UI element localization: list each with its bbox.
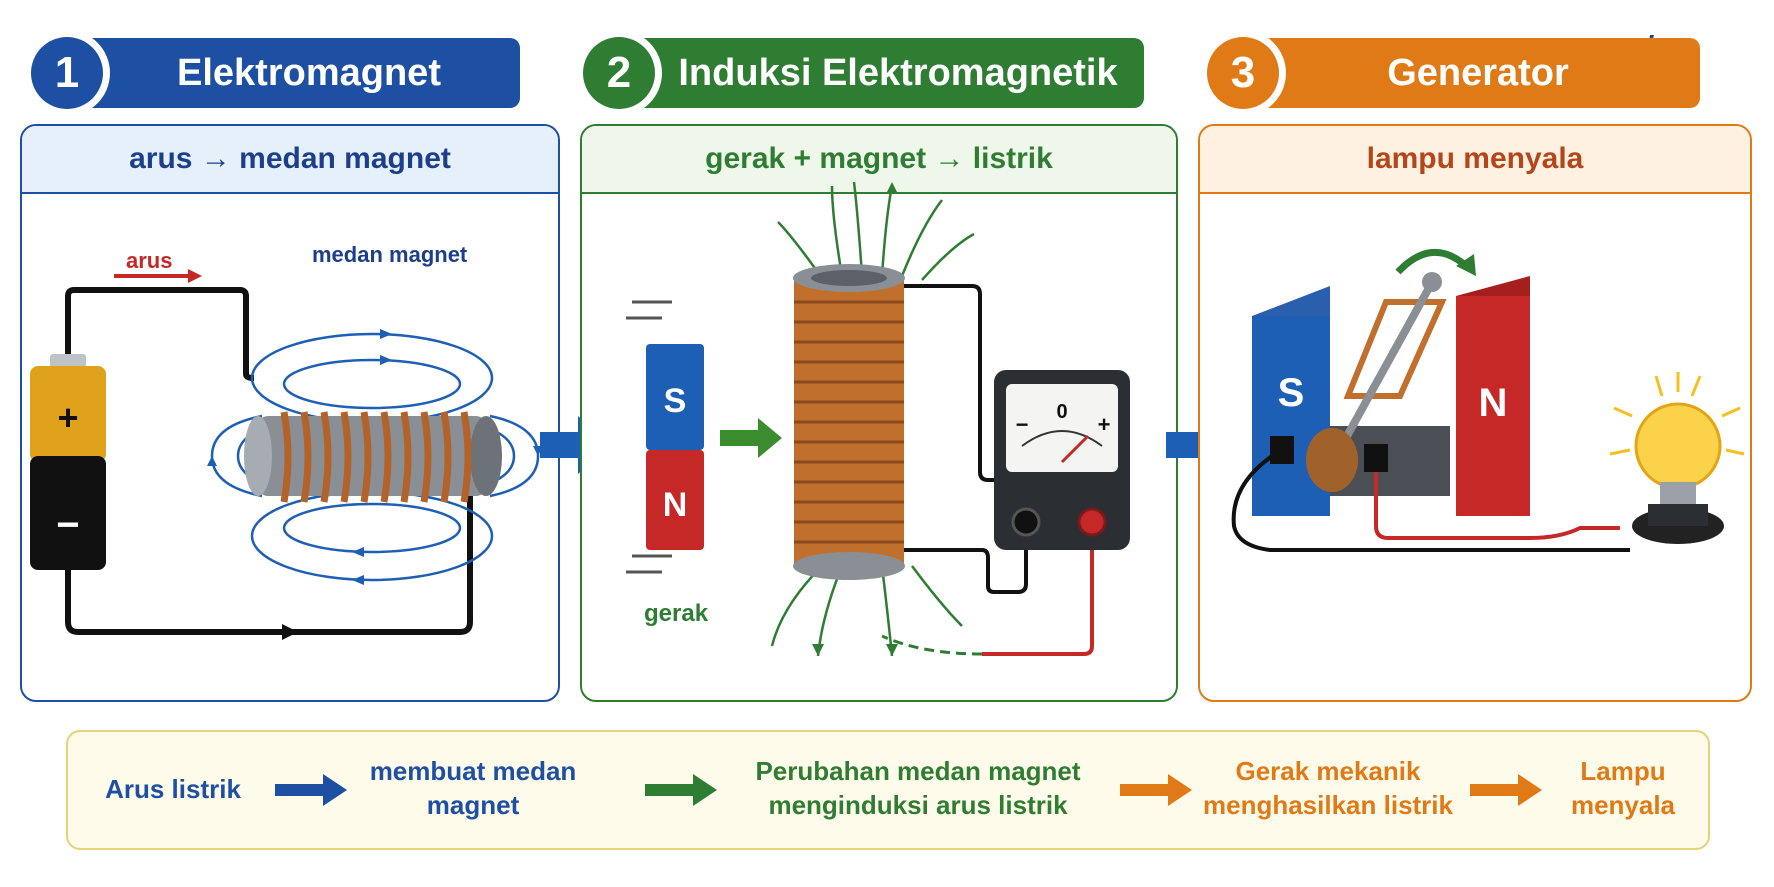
induction-illustration: S N xyxy=(626,181,1130,657)
panel-3-number: 3 xyxy=(1207,37,1279,109)
panel-1-title: Elektromagnet xyxy=(177,51,441,94)
field-label: medan magnet xyxy=(312,242,468,267)
flow-step-4: Gerak mekanik menghasilkan listrik xyxy=(1203,756,1453,820)
generator-magnet-n: N xyxy=(1479,381,1508,425)
flow-arrow-1 xyxy=(275,774,347,806)
process-flow-bar: Arus listrik membuat medan magnet Peruba… xyxy=(66,730,1710,850)
bar-magnet-n: N xyxy=(663,486,688,524)
flow-arrow-4 xyxy=(1470,774,1542,806)
panel-3-header: Generator xyxy=(1236,38,1700,108)
flow-step-5: Lampu menyala xyxy=(1570,756,1676,820)
flow-arrow-3 xyxy=(1120,774,1192,806)
battery-minus: − xyxy=(56,503,79,547)
current-label: arus xyxy=(126,248,173,273)
panel-2-number: 2 xyxy=(583,37,655,109)
panel-1-number-badge: 1 xyxy=(24,30,110,116)
generator-illustration: S N xyxy=(1231,249,1745,552)
panel-2-title: Induksi Elektromagnetik xyxy=(678,51,1118,94)
panel-3: lampu menyala S N xyxy=(1198,124,1752,702)
flow-step-3: Perubahan medan magnet menginduksi arus … xyxy=(755,756,1081,820)
electromagnet-illustration: + − xyxy=(30,269,543,640)
generator-magnet-s: S xyxy=(1278,371,1305,415)
panel-3-subtitle: lampu menyala xyxy=(1200,126,1750,194)
panel-1-number: 1 xyxy=(31,37,103,109)
flow-step-1: Arus listrik xyxy=(105,774,241,804)
panel-1: arus → medan magnet xyxy=(20,124,560,702)
panel-3-number-badge: 3 xyxy=(1200,30,1286,116)
bar-magnet-s: S xyxy=(664,382,687,420)
panel-3-title: Generator xyxy=(1387,51,1569,94)
panel-1-subtitle: arus → medan magnet xyxy=(22,126,558,194)
panel-2: gerak + magnet → listrik S N xyxy=(580,124,1178,702)
meter-zero: 0 xyxy=(1056,401,1067,423)
motion-label: gerak xyxy=(644,600,709,627)
panel-1-header: Elektromagnet xyxy=(58,38,520,108)
meter-minus: − xyxy=(1016,412,1029,437)
panel-2-number-badge: 2 xyxy=(576,30,662,116)
battery-plus: + xyxy=(57,397,78,438)
meter-plus: + xyxy=(1098,412,1111,437)
flow-arrow-2 xyxy=(645,774,717,806)
panel-2-subtitle: gerak + magnet → listrik xyxy=(582,126,1176,194)
panel-2-header: Induksi Elektromagnetik xyxy=(612,38,1144,108)
flow-step-2: membuat medan magnet xyxy=(369,756,577,820)
